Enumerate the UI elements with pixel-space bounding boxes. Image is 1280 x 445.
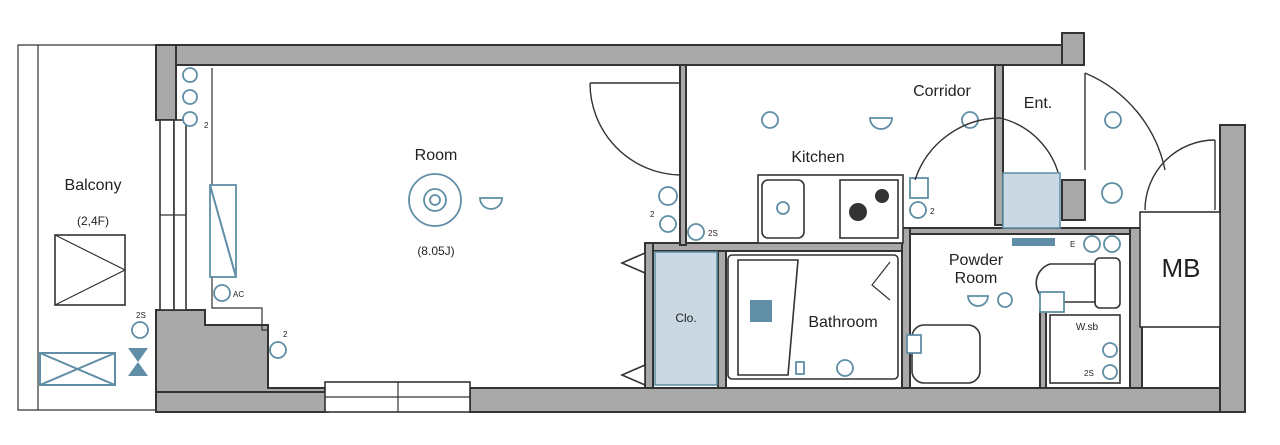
note-2s-c: 2S (1084, 369, 1094, 378)
room-size-label: (8.05J) (417, 244, 454, 258)
gas-outlet-icon (909, 201, 927, 219)
bath-light-icon (836, 359, 854, 377)
corridor-light-icon (961, 111, 979, 129)
meter-box (1139, 211, 1221, 328)
kitchen-label: Kitchen (791, 149, 844, 166)
washer-outlet-icon-2 (1102, 364, 1118, 380)
note-2c: 2 (650, 210, 655, 219)
washer-label: W.sb (1076, 322, 1099, 333)
switch-panel-icon (1039, 291, 1065, 313)
corridor (914, 72, 1221, 328)
outlet-icon-6 (659, 215, 677, 233)
outlet-icon-4 (269, 341, 287, 359)
powder-detector-icon (967, 295, 989, 307)
note-ac: AC (233, 290, 244, 299)
drain-icon (128, 348, 148, 376)
smoke-detector-icon (479, 197, 503, 210)
note-2s-b: 2S (708, 229, 718, 238)
outlet-icon-7 (687, 223, 705, 241)
powder-room-label-line1: Powder (949, 252, 1004, 269)
entrance-door (1084, 72, 1166, 171)
washbasin (911, 324, 981, 384)
note-e: E (1070, 240, 1075, 249)
balcony-floor-label: (2,4F) (77, 214, 109, 228)
toilet-tank (1094, 257, 1121, 309)
balcony-label: Balcony (65, 177, 122, 194)
aircon-outlet-icon (213, 284, 231, 302)
closet-label: Clo. (675, 311, 696, 325)
faucet-icon (776, 201, 790, 215)
entrance-light-icon (1104, 111, 1122, 129)
basin-outlet-icon (906, 334, 922, 354)
bath-controller-icon (750, 300, 772, 322)
outlet-icon (182, 67, 198, 83)
entrance-switch-icon (1101, 182, 1123, 204)
room-label: Room (415, 147, 458, 164)
outlet-icon-5 (131, 321, 149, 339)
powder-outlet-icon-2 (1103, 235, 1121, 253)
meter-box-label: MB (1162, 253, 1201, 283)
towel-bar-icon (1012, 238, 1055, 246)
entrance-label: Ent. (1024, 95, 1052, 112)
outlet-icon-3 (182, 111, 198, 127)
powder-light-icon (997, 292, 1013, 308)
washer-outlet-icon (1102, 342, 1118, 358)
note-2s-a: 2S (136, 311, 146, 320)
powder-outlet-icon (1083, 235, 1101, 253)
corridor-door (914, 117, 1001, 181)
closet (619, 251, 718, 387)
note-2d: 2 (930, 207, 935, 216)
powder-room-label-line2: Room (955, 270, 998, 287)
outlet-icon-2 (182, 89, 198, 105)
bathroom-label: Bathroom (808, 314, 877, 331)
walls (155, 32, 1246, 413)
closet-area (654, 251, 718, 386)
switch-icon (658, 186, 678, 206)
room-door (589, 82, 681, 176)
room-window (324, 381, 471, 413)
room-fixtures (131, 67, 705, 359)
stove (839, 179, 899, 239)
note-2a: 2 (204, 121, 209, 130)
balcony (17, 44, 160, 411)
balcony-window (159, 119, 187, 311)
kitchen-detector-icon (869, 117, 893, 130)
kitchen (757, 111, 929, 244)
bath-vent-icon (795, 361, 805, 375)
range-hood-icon (909, 177, 929, 199)
powder-room (906, 235, 1121, 384)
bathroom (727, 254, 899, 380)
note-2b: 2 (283, 330, 288, 339)
kitchen-light-icon (761, 111, 779, 129)
balcony-hatch (54, 234, 126, 306)
corridor-label: Corridor (913, 83, 971, 100)
entrance-floor (1002, 172, 1061, 229)
